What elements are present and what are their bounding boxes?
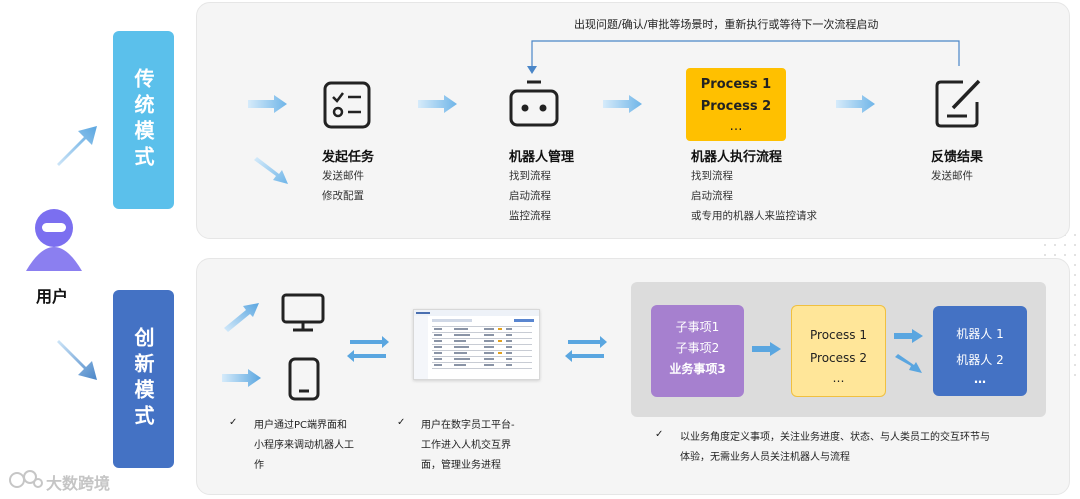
step-title: 发起任务	[322, 150, 375, 165]
step-item: 找到流程	[691, 170, 733, 182]
check-mark-icon: ✓	[655, 429, 664, 440]
pc-monitor-icon	[280, 292, 326, 338]
note-line: 用户在数字员工平台-	[421, 420, 515, 431]
step-items: 发送邮件 修改配置	[322, 166, 364, 206]
step-item: 发送邮件	[931, 170, 973, 182]
flow-arrow-icon	[222, 298, 262, 338]
flow-arrow-icon	[418, 94, 458, 118]
feedback-edit-icon	[933, 76, 987, 134]
user-label: 用户	[36, 287, 69, 306]
business-matters-card: 子事项1 子事项2 业务事项3	[651, 305, 744, 397]
matter-line: 业务事项3	[669, 362, 726, 376]
process-line: …	[832, 371, 845, 385]
process-line: Process 2	[810, 351, 867, 365]
flow-arrow-icon	[894, 328, 924, 348]
note-text: 用户在数字员工平台- 工作进入人机交互界 面，管理业务进程	[421, 416, 515, 476]
step-item: 监控流程	[509, 210, 551, 222]
note-line: 以业务角度定义事项，关注业务进度、状态、与人类员工的交互环节与	[680, 432, 990, 443]
matter-line: 子事项1	[675, 320, 720, 334]
note-text: 用户通过PC端界面和 小程序来调动机器人工 作	[254, 416, 354, 476]
step-items: 找到流程 启动流程 或专用的机器人来监控请求	[691, 166, 817, 226]
robot-line: …	[974, 372, 986, 386]
check-mark-icon: ✓	[397, 417, 406, 428]
robot-line: 机器人 2	[956, 353, 1004, 367]
flow-arrow-icon	[222, 368, 262, 392]
step-title: 机器人执行流程	[691, 150, 783, 165]
note-line: 作	[254, 460, 264, 471]
platform-screenshot-image	[413, 309, 540, 380]
step-item: 启动流程	[509, 190, 551, 202]
process-line: Process 2	[700, 99, 772, 114]
step-title: 机器人管理	[509, 150, 575, 165]
user-avatar-icon	[24, 203, 84, 273]
matter-line: 子事项2	[675, 341, 720, 355]
note-line: 用户通过PC端界面和	[254, 420, 348, 431]
step-item: 找到流程	[509, 170, 551, 182]
bidirectional-arrow-icon	[564, 334, 608, 368]
process-card: Process 1 Process 2 …	[686, 68, 786, 141]
process-line: Process 1	[700, 77, 772, 92]
robot-line: 机器人 1	[956, 327, 1004, 341]
flow-arrow-icon	[752, 341, 782, 361]
process-line: …	[729, 119, 743, 134]
bidirectional-arrow-icon	[346, 334, 390, 368]
step-item: 或专用的机器人来监控请求	[691, 210, 817, 222]
step-item: 发送邮件	[322, 170, 364, 182]
robot-icon	[508, 78, 560, 134]
flow-arrow-icon	[248, 94, 288, 118]
note-line: 面，管理业务进程	[421, 460, 501, 471]
user-to-innovative-arrow-icon	[52, 336, 102, 390]
flow-arrow-icon	[836, 94, 876, 118]
robot-card: 机器人 1 机器人 2 …	[933, 306, 1027, 396]
step-item: 修改配置	[322, 190, 364, 202]
note-line: 体验，无需业务人员关注机器人与流程	[680, 452, 850, 463]
note-text: 以业务角度定义事项，关注业务进度、状态、与人类员工的交互环节与 体验，无需业务人…	[680, 428, 990, 468]
loop-back-arrow-icon	[525, 36, 965, 80]
task-checklist-icon	[322, 80, 372, 134]
step-items: 发送邮件	[931, 166, 973, 186]
traditional-mode-box: 传统模式	[113, 31, 174, 209]
check-mark-icon: ✓	[229, 417, 238, 428]
flow-arrow-icon	[252, 156, 292, 192]
step-item: 启动流程	[691, 190, 733, 202]
note-line: 小程序来调动机器人工	[254, 440, 354, 451]
flow-arrow-icon	[894, 354, 924, 380]
innovative-mode-box: 创新模式	[113, 290, 174, 468]
innovative-mode-label: 创新模式	[131, 327, 155, 431]
traditional-mode-label: 传统模式	[131, 68, 155, 172]
step-title: 反馈结果	[931, 150, 984, 165]
mobile-phone-icon	[287, 356, 321, 406]
note-line: 工作进入人机交互界	[421, 440, 511, 451]
process-card: Process 1 Process 2 …	[791, 305, 886, 397]
user-to-traditional-arrow-icon	[52, 120, 102, 174]
flow-arrow-icon	[603, 94, 643, 118]
step-items: 找到流程 启动流程 监控流程	[509, 166, 551, 226]
loop-note: 出现问题/确认/审批等场景时，重新执行或等待下一次流程启动	[574, 18, 879, 31]
watermark-logo-icon	[8, 466, 44, 496]
process-line: Process 1	[810, 328, 867, 342]
watermark-text: 大数跨境	[46, 474, 111, 493]
